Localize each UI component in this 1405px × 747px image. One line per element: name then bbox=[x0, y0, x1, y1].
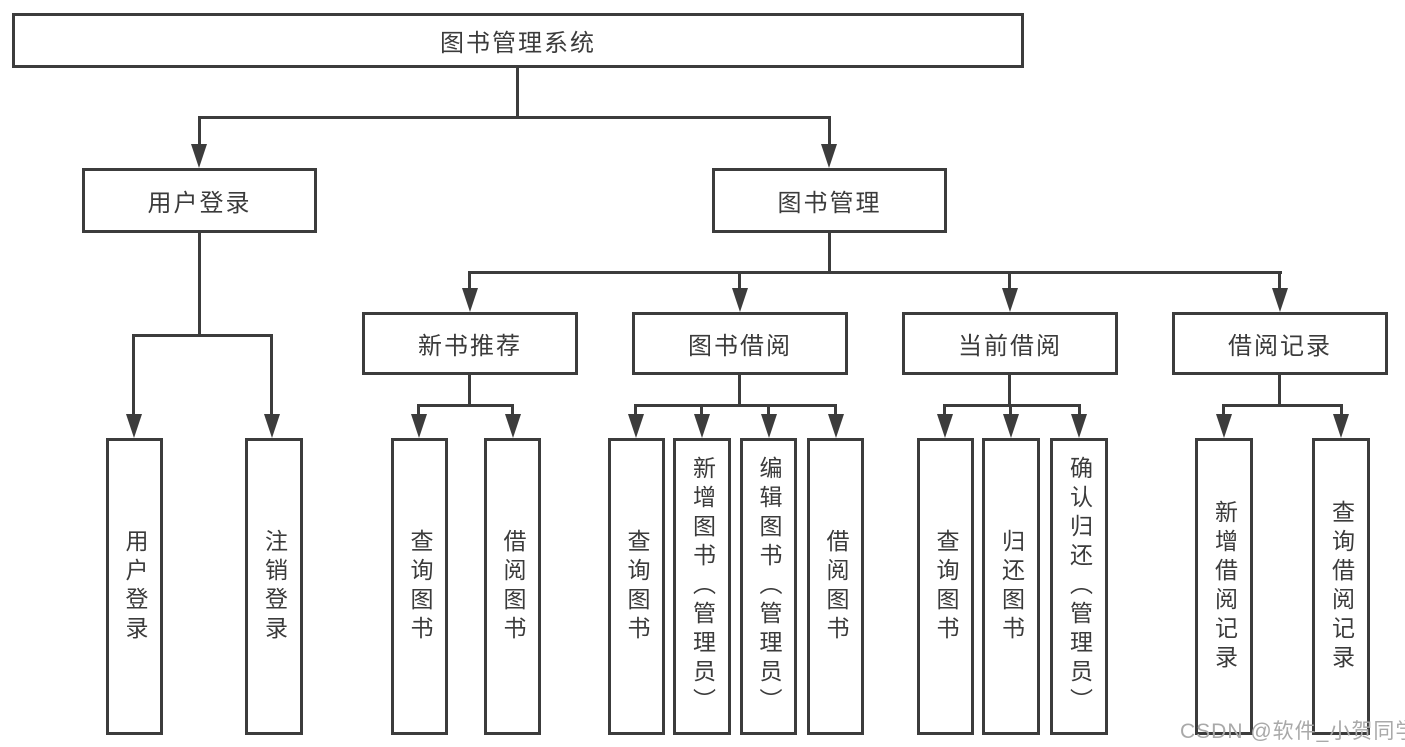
node-label: 图书管理 bbox=[777, 190, 882, 217]
node-label: 查询图书 bbox=[933, 528, 959, 645]
node-current-borrowing: 当前借阅 bbox=[902, 312, 1118, 375]
connector-arrow-down bbox=[1272, 288, 1288, 312]
node-label: 查询图书 bbox=[624, 528, 650, 645]
connector-line bbox=[634, 404, 837, 407]
connector-arrow-down bbox=[732, 288, 748, 312]
connector-line bbox=[516, 68, 519, 118]
node-label: 查询图书 bbox=[407, 528, 433, 645]
node-label: 借阅图书 bbox=[500, 528, 526, 645]
node-label: 新增借阅记录 bbox=[1211, 499, 1238, 674]
node-label: 图书管理系统 bbox=[440, 30, 596, 57]
connector-arrow-down bbox=[1333, 414, 1349, 438]
connector-line bbox=[1078, 404, 1081, 416]
csdn-watermark: CSDN @软件_小贺同学 bbox=[1180, 720, 1405, 743]
connector-line bbox=[417, 404, 420, 416]
connector-line bbox=[1222, 404, 1225, 416]
connector-line bbox=[834, 404, 837, 416]
connector-line bbox=[198, 233, 201, 336]
connector-arrow-down bbox=[821, 144, 837, 168]
node-label: 编辑图书（管理员） bbox=[756, 456, 782, 717]
connector-arrow-down bbox=[1002, 288, 1018, 312]
connector-line bbox=[1008, 271, 1011, 290]
connector-line bbox=[943, 404, 1081, 407]
leaf-return-books: 归还图书 bbox=[982, 438, 1040, 735]
leaf-borrow-books-recommend: 借阅图书 bbox=[484, 438, 541, 735]
connector-line bbox=[1278, 375, 1281, 406]
connector-arrow-down bbox=[411, 414, 427, 438]
connector-line bbox=[198, 116, 831, 119]
connector-line bbox=[767, 404, 770, 416]
node-label: 用户登录 bbox=[147, 190, 252, 217]
leaf-query-books-current: 查询图书 bbox=[917, 438, 974, 735]
leaf-add-borrow-record: 新增借阅记录 bbox=[1195, 438, 1253, 735]
node-user-login: 用户登录 bbox=[82, 168, 317, 233]
connector-line bbox=[738, 375, 741, 406]
node-label: 用户登录 bbox=[122, 528, 148, 645]
node-book-management: 图书管理 bbox=[712, 168, 947, 233]
connector-line bbox=[198, 116, 201, 146]
connector-arrow-down bbox=[1216, 414, 1232, 438]
leaf-edit-book-admin: 编辑图书（管理员） bbox=[740, 438, 797, 735]
connector-line bbox=[468, 271, 1282, 274]
connector-arrow-down bbox=[505, 414, 521, 438]
connector-line bbox=[828, 233, 831, 273]
node-label: 借阅记录 bbox=[1228, 333, 1332, 360]
connector-line bbox=[417, 404, 514, 407]
node-label: 新书推荐 bbox=[418, 333, 522, 360]
leaf-add-book-admin: 新增图书（管理员） bbox=[673, 438, 731, 735]
connector-arrow-down bbox=[937, 414, 953, 438]
node-book-borrowing: 图书借阅 bbox=[632, 312, 848, 375]
node-label: 当前借阅 bbox=[958, 333, 1062, 360]
connector-arrow-down bbox=[761, 414, 777, 438]
node-label: 新增图书（管理员） bbox=[689, 456, 716, 717]
leaf-query-books-recommend: 查询图书 bbox=[391, 438, 448, 735]
connector-line bbox=[1008, 375, 1011, 406]
connector-arrow-down bbox=[628, 414, 644, 438]
node-borrowing-records: 借阅记录 bbox=[1172, 312, 1388, 375]
connector-line bbox=[511, 404, 514, 416]
node-new-book-recommendation: 新书推荐 bbox=[362, 312, 578, 375]
connector-line bbox=[1222, 404, 1343, 407]
node-label: 图书借阅 bbox=[688, 333, 792, 360]
connector-arrow-down bbox=[1071, 414, 1087, 438]
connector-line bbox=[634, 404, 637, 416]
node-label: 确认归还（管理员） bbox=[1066, 456, 1093, 717]
connector-arrow-down bbox=[264, 414, 280, 438]
connector-arrow-down bbox=[694, 414, 710, 438]
node-label: 查询借阅记录 bbox=[1328, 499, 1355, 674]
node-label: 借阅图书 bbox=[823, 528, 849, 645]
connector-line bbox=[132, 334, 273, 337]
connector-arrow-down bbox=[828, 414, 844, 438]
leaf-query-borrow-record: 查询借阅记录 bbox=[1312, 438, 1370, 735]
node-label: 注销登录 bbox=[261, 528, 288, 645]
connector-line bbox=[468, 271, 471, 290]
connector-line bbox=[738, 271, 741, 290]
leaf-logout: 注销登录 bbox=[245, 438, 303, 735]
connector-arrow-down bbox=[462, 288, 478, 312]
connector-line bbox=[700, 404, 703, 416]
leaf-user-login: 用户登录 bbox=[106, 438, 163, 735]
leaf-confirm-return-admin: 确认归还（管理员） bbox=[1050, 438, 1108, 735]
leaf-borrow-books-borrowing: 借阅图书 bbox=[807, 438, 864, 735]
connector-arrow-down bbox=[1003, 414, 1019, 438]
connector-line bbox=[270, 334, 273, 416]
connector-arrow-down bbox=[191, 144, 207, 168]
connector-line bbox=[1009, 404, 1012, 416]
node-library-management-system: 图书管理系统 bbox=[12, 13, 1024, 68]
connector-line bbox=[1340, 404, 1343, 416]
connector-line bbox=[828, 116, 831, 146]
connector-line bbox=[468, 375, 471, 406]
connector-line bbox=[1278, 271, 1281, 290]
leaf-query-books-borrowing: 查询图书 bbox=[608, 438, 665, 735]
node-label: 归还图书 bbox=[998, 528, 1025, 645]
connector-arrow-down bbox=[126, 414, 142, 438]
connector-line bbox=[943, 404, 946, 416]
connector-line bbox=[132, 334, 135, 416]
